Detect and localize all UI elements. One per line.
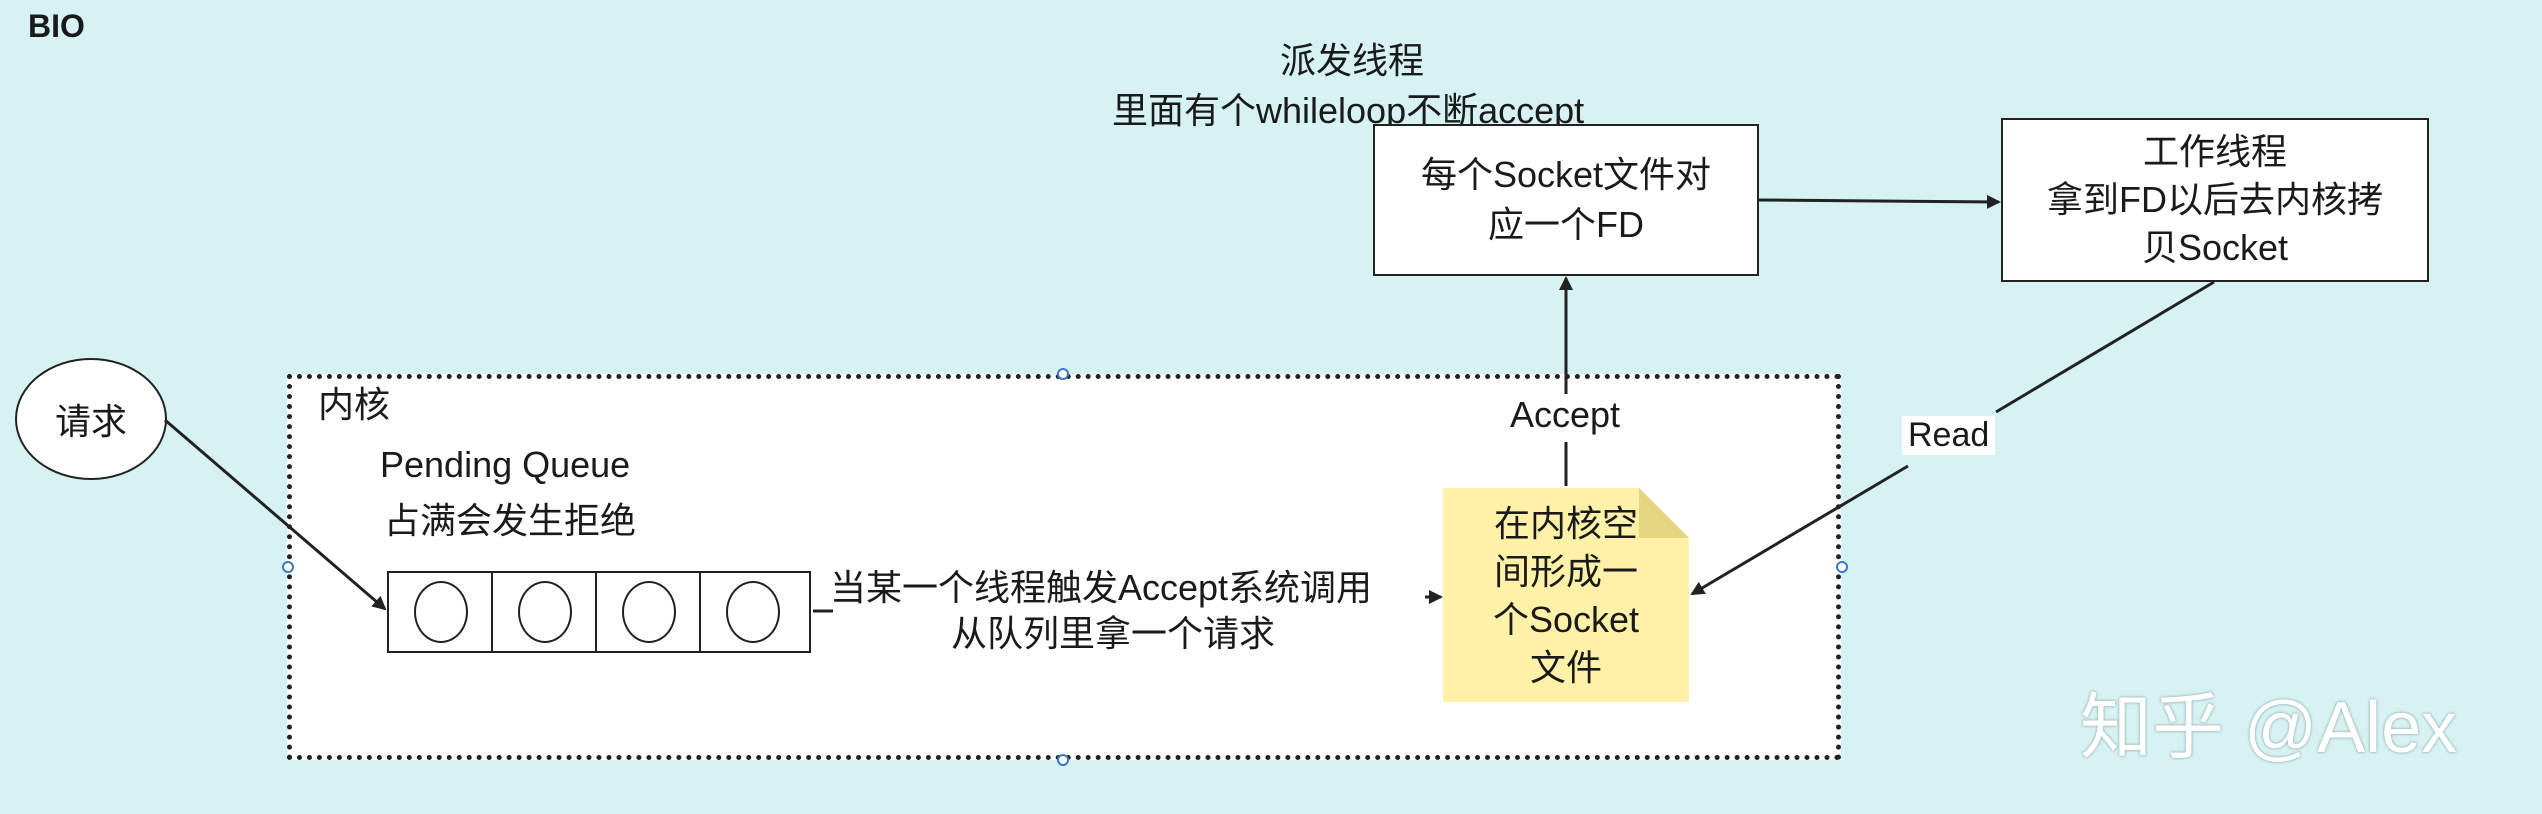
queue-slot-circle — [518, 581, 572, 643]
accept-label: Accept — [1500, 394, 1631, 436]
read-label: Read — [1902, 416, 1996, 455]
read-line[interactable] — [1995, 280, 2215, 414]
dispatch-thread-title: 派发线程 — [1280, 40, 1425, 81]
accept-syscall-label: 当某一个线程触发Accept系统调用 — [830, 567, 1373, 608]
socket-file-note[interactable]: 在内核空 间形成一 个Socket 文件 — [1443, 488, 1689, 702]
watermark: 知乎 @Alex — [2080, 688, 2458, 768]
selection-handle-left[interactable] — [282, 561, 294, 573]
queue-slot — [493, 573, 597, 653]
queue-slot-circle — [622, 581, 676, 643]
queue-slot-circle — [414, 581, 468, 643]
pending-queue-note: 占满会发生拒绝 — [384, 500, 637, 541]
take-request-label: 从队列里拿一个请求 — [951, 613, 1276, 654]
fd-to-worker-arrow[interactable] — [1758, 194, 2001, 209]
queue-slot — [389, 573, 493, 653]
queue-slot — [701, 573, 805, 653]
request-node[interactable]: 请求 — [15, 358, 167, 480]
pending-queue[interactable] — [387, 571, 811, 653]
queue-slot — [597, 573, 701, 653]
note-shape — [1443, 488, 1689, 702]
request-to-queue-arrow[interactable] — [164, 418, 387, 611]
socket-file-note-text: 在内核空 间形成一 个Socket 文件 — [1492, 503, 1640, 688]
worker-thread-box[interactable]: 工作线程 拿到FD以后去内核拷 贝Socket — [2001, 118, 2429, 282]
frame-label: BIO — [28, 8, 85, 44]
selection-handle-top[interactable] — [1057, 368, 1069, 380]
selection-handle-bottom[interactable] — [1057, 754, 1069, 766]
kernel-label: 内核 — [318, 384, 391, 425]
request-label: 请求 — [54, 401, 127, 442]
fd-box[interactable]: 每个Socket文件对 应一个FD — [1373, 124, 1759, 276]
selection-handle-right[interactable] — [1836, 561, 1848, 573]
read-arrow[interactable] — [1690, 464, 1909, 596]
pending-queue-title: Pending Queue — [380, 444, 631, 485]
queue-slot-circle — [726, 581, 780, 643]
